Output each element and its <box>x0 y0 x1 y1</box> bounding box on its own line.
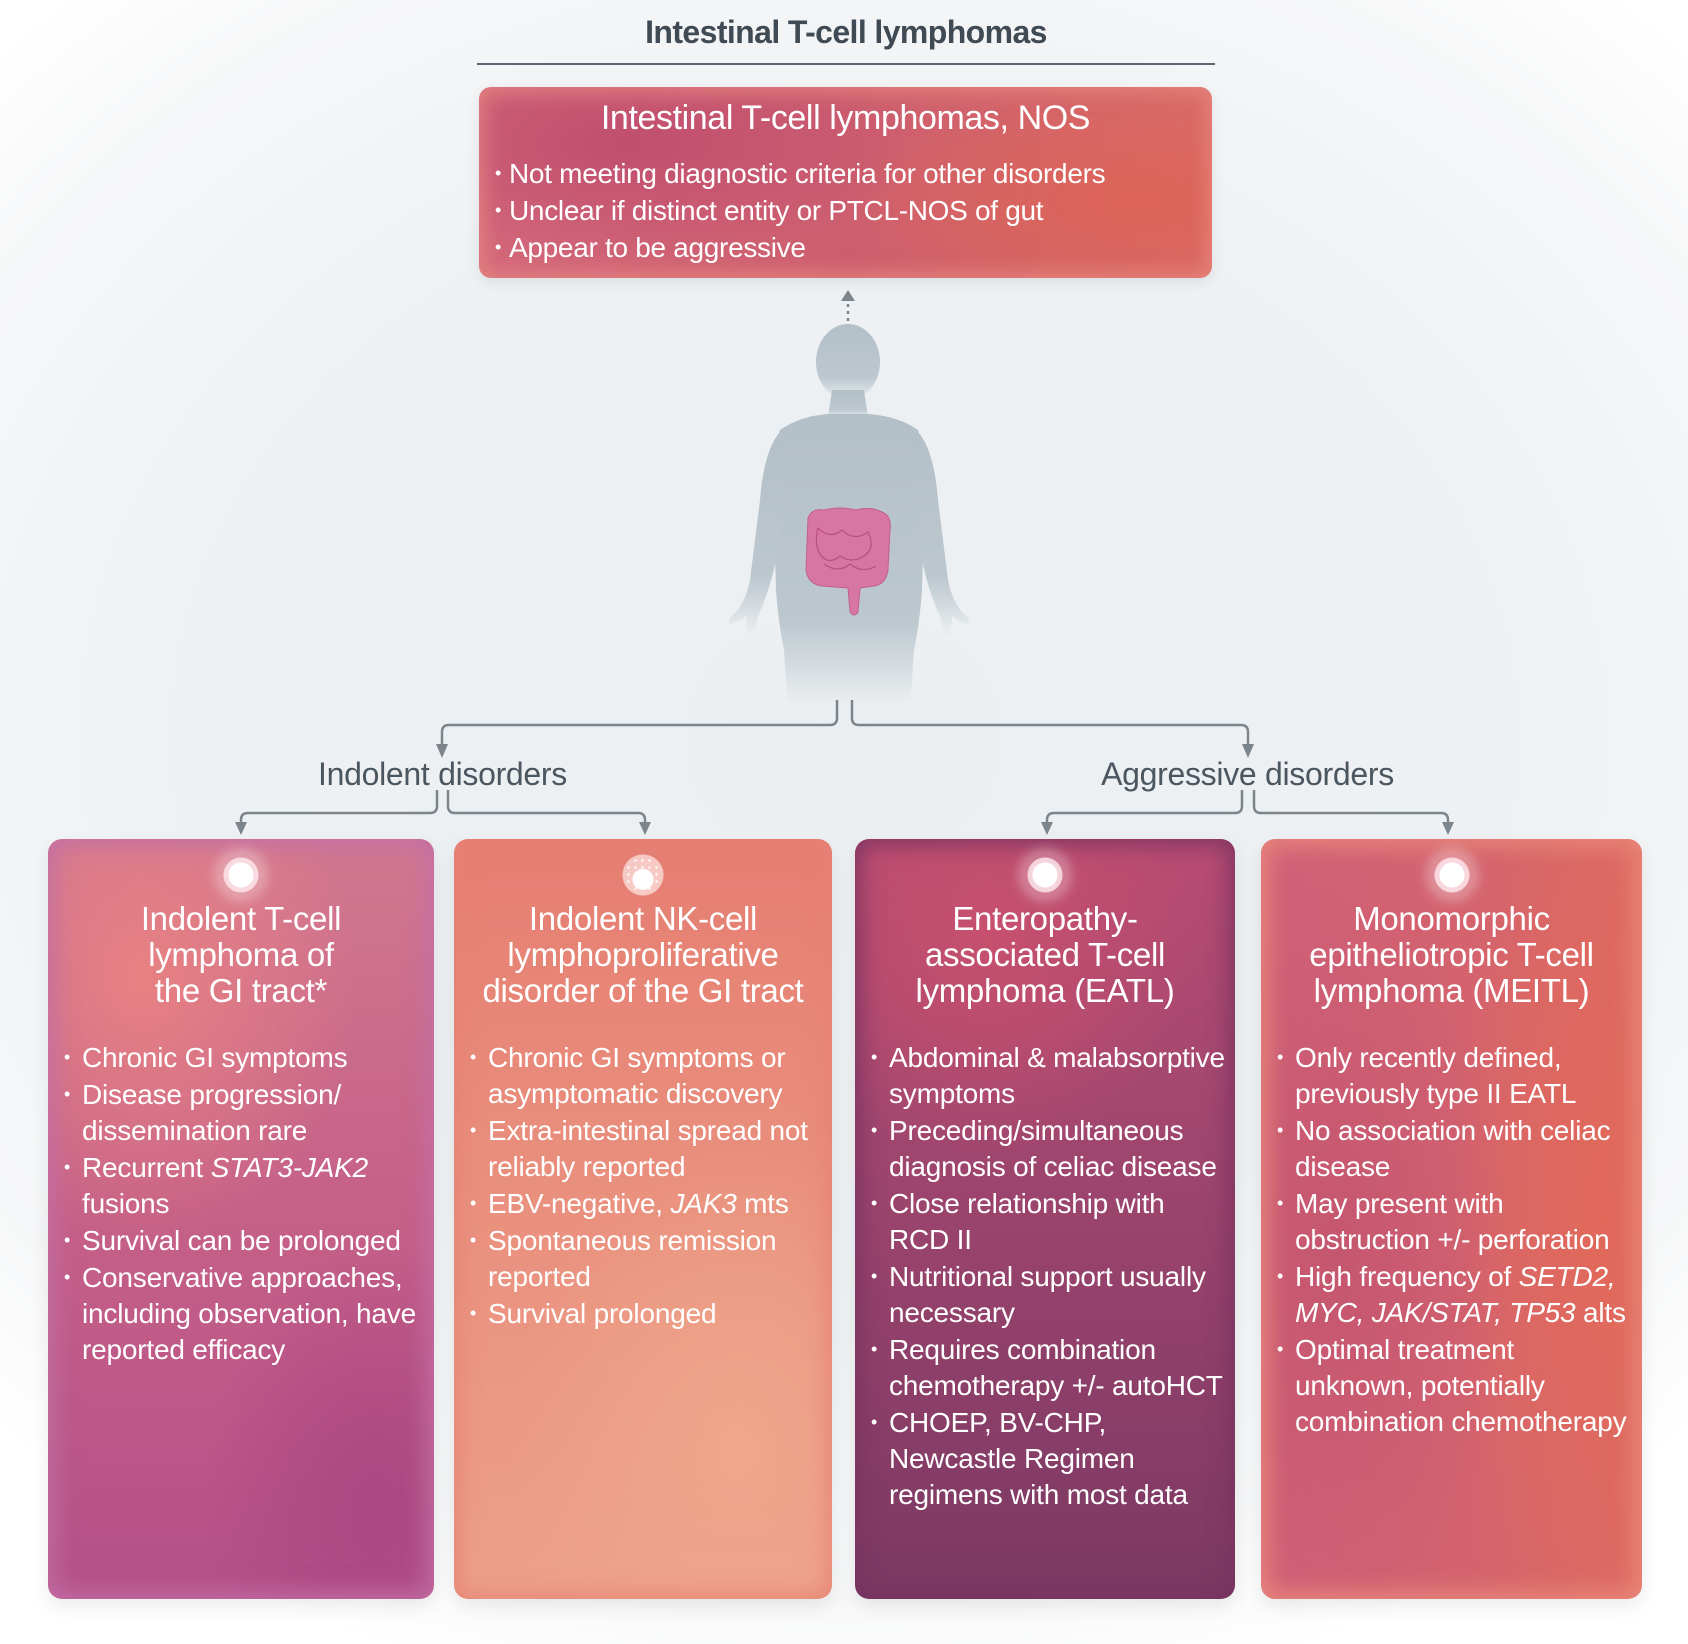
gene-name: JAK3 <box>670 1188 737 1219</box>
card-bullets: Only recently defined, previously type I… <box>1277 1039 1636 1440</box>
card-title: Monomorphic epitheliotropic T-cell lymph… <box>1309 900 1594 1009</box>
connector-to-meitl <box>1252 790 1450 826</box>
human-body-icon <box>728 324 970 710</box>
arrowhead-icon <box>1242 744 1254 758</box>
card-bullet: Chronic GI symptoms or asymptomatic disc… <box>470 1039 826 1112</box>
card-bullets: Chronic GI symptoms or asymptomatic disc… <box>470 1039 826 1332</box>
card-bullet: Survival can be prolonged <box>64 1222 428 1259</box>
t-cell-icon <box>1429 853 1474 897</box>
card-bullet: May present with obstruction +/- perfora… <box>1277 1185 1636 1258</box>
t-cell-icon <box>219 853 263 897</box>
card-indolent-nk-cell-disorder: Indolent NK-cell lymphoproliferative dis… <box>454 839 832 1599</box>
arrowhead-icon <box>1442 822 1454 835</box>
intestines-icon <box>805 507 891 616</box>
group-label-indolent: Indolent disorders <box>318 756 567 792</box>
card-title: Indolent NK-cell lymphoproliferative dis… <box>482 900 804 1009</box>
nos-box: Intestinal T-cell lymphomas, NOS Not mee… <box>479 87 1212 278</box>
arrowhead-icon <box>235 822 247 835</box>
card-eatl: Enteropathy- associated T-cell lymphoma … <box>855 839 1235 1599</box>
t-cell-icon <box>1023 853 1067 897</box>
card-bullet: Extra-intestinal spread not reliably rep… <box>470 1112 826 1185</box>
card-bullet: Disease progression/ dissemination rare <box>64 1076 428 1149</box>
card-bullets: Chronic GI symptomsDisease progression/ … <box>64 1039 428 1368</box>
card-bullet: Preceding/simultaneous diagnosis of celi… <box>871 1112 1229 1185</box>
connector-lines <box>235 700 1454 835</box>
card-bullet: No association with celiac disease <box>1277 1112 1636 1185</box>
arrowhead-icon <box>639 822 651 835</box>
card-bullet: Nutritional support usually necessary <box>871 1258 1229 1331</box>
card-indolent-t-cell-lymphoma: Indolent T-cell lymphoma of the GI tract… <box>48 839 434 1599</box>
nos-bullet: Appear to be aggressive <box>495 229 1105 266</box>
card-bullets: Abdominal & malabsorptive symptomsPreced… <box>871 1039 1229 1513</box>
arrowhead-icon <box>1041 822 1053 835</box>
card-bullet: Survival prolonged <box>470 1295 826 1332</box>
gene-name: STAT3-JAK2 <box>210 1152 368 1183</box>
card-bullet: Conservative approaches, including obser… <box>64 1259 428 1368</box>
gene-name: SETD2, MYC, JAK/STAT, TP53 <box>1295 1261 1616 1328</box>
card-title: Indolent T-cell lymphoma of the GI tract… <box>140 900 342 1009</box>
card-bullet: Requires combination chemotherapy +/- au… <box>871 1331 1229 1404</box>
connector-to-itcl <box>239 790 439 826</box>
nos-bullet: Unclear if distinct entity or PTCL-NOS o… <box>495 192 1105 229</box>
card-bullet: High frequency of SETD2, MYC, JAK/STAT, … <box>1277 1258 1636 1331</box>
card-meitl: Monomorphic epitheliotropic T-cell lymph… <box>1261 839 1642 1599</box>
card-bullet: Recurrent STAT3-JAK2 fusions <box>64 1149 428 1222</box>
title-divider <box>477 63 1215 65</box>
arrowhead-icon <box>436 744 448 758</box>
group-label-aggressive: Aggressive disorders <box>1101 756 1394 792</box>
card-bullet: EBV-negative, JAK3 mts <box>470 1185 826 1222</box>
nk-cell-icon <box>621 853 665 897</box>
nos-bullet: Not meeting diagnostic criteria for othe… <box>495 155 1106 192</box>
card-bullet: CHOEP, BV-CHP, Newcastle Regimen regimen… <box>871 1404 1229 1513</box>
card-bullet: Only recently defined, previously type I… <box>1277 1039 1636 1112</box>
connector-to-aggressive <box>850 700 1250 748</box>
connector-to-indolent <box>440 700 839 748</box>
card-bullet: Chronic GI symptoms <box>64 1039 428 1076</box>
card-bullet: Close relationship with RCD II <box>871 1185 1229 1258</box>
card-bullet: Optimal treatment unknown, potentially c… <box>1277 1331 1636 1440</box>
card-bullet: Spontaneous remission reported <box>470 1222 826 1295</box>
dotted-up-arrow-icon <box>841 290 855 321</box>
card-title: Enteropathy- associated T-cell lymphoma … <box>915 900 1175 1009</box>
connector-to-nk <box>446 790 647 826</box>
connector-to-eatl <box>1045 790 1244 826</box>
nos-box-title: Intestinal T-cell lymphomas, NOS <box>600 99 1091 137</box>
diagram-title: Intestinal T-cell lymphomas <box>645 14 1047 50</box>
card-bullet: Abdominal & malabsorptive symptoms <box>871 1039 1229 1112</box>
nos-box-bullets: Not meeting diagnostic criteria for othe… <box>495 155 1106 266</box>
